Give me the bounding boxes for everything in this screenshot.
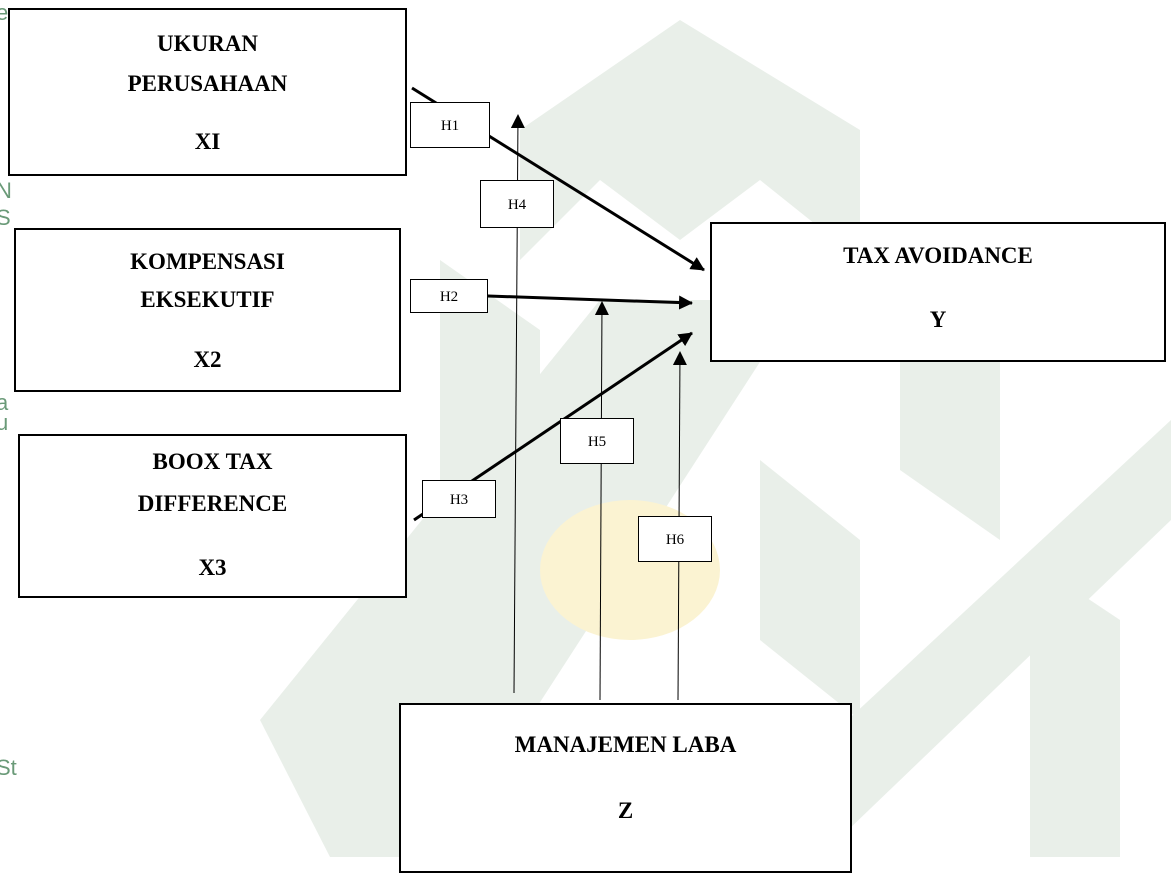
arrow-x2-to-y (488, 296, 692, 303)
variable-box-z: MANAJEMEN LABA Z (399, 703, 852, 873)
variable-z-symbol: Z (401, 793, 850, 829)
variable-x3-title-line1: BOOX TAX (20, 444, 405, 480)
variable-x3-title-line2: DIFFERENCE (20, 486, 405, 522)
hypothesis-label-h6: H6 (638, 516, 712, 562)
variable-z-title: MANAJEMEN LABA (401, 727, 850, 763)
variable-x1-symbol: XI (10, 124, 405, 160)
variable-box-y: TAX AVOIDANCE Y (710, 222, 1166, 362)
moderator-line-h5 (600, 302, 602, 700)
variable-y-title: TAX AVOIDANCE (712, 238, 1164, 274)
variable-box-x3: BOOX TAX DIFFERENCE X3 (18, 434, 407, 598)
variable-y-symbol: Y (712, 302, 1164, 338)
hypothesis-label-h5: H5 (560, 418, 634, 464)
variable-x1-title-line2: PERUSAHAAN (10, 66, 405, 102)
variable-x2-title-line2: EKSEKUTIF (16, 282, 399, 318)
variable-x1-title-line1: UKURAN (10, 26, 405, 62)
hypothesis-label-h1: H1 (410, 102, 490, 148)
variable-x2-title-line1: KOMPENSASI (16, 244, 399, 280)
variable-x3-symbol: X3 (20, 550, 405, 586)
hypothesis-label-h4: H4 (480, 180, 554, 228)
hypothesis-label-h3: H3 (422, 480, 496, 518)
variable-x2-symbol: X2 (16, 342, 399, 378)
variable-box-x2: KOMPENSASI EKSEKUTIF X2 (14, 228, 401, 392)
hypothesis-label-h2: H2 (410, 279, 488, 313)
variable-box-x1: UKURAN PERUSAHAAN XI (8, 8, 407, 176)
